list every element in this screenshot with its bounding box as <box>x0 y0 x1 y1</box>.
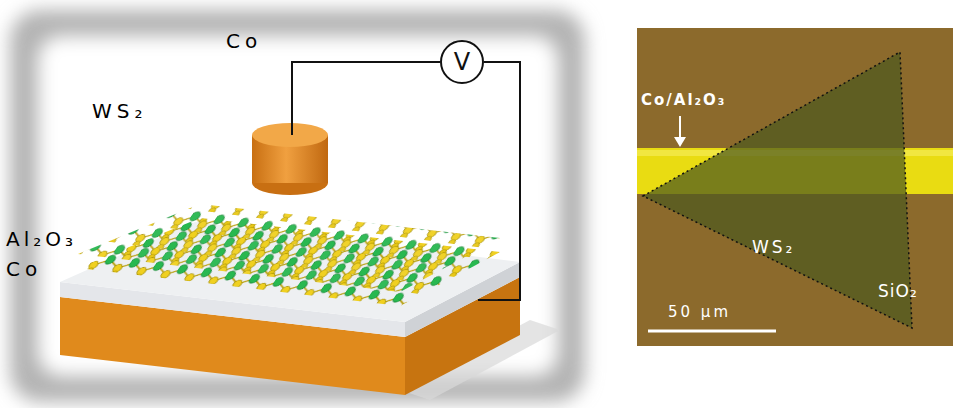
layer-label: WS₂ <box>92 100 148 122</box>
layer-label: Al₂O₃ <box>6 228 77 250</box>
voltmeter-symbol: V <box>440 40 484 84</box>
meter-letter: V <box>454 48 470 76</box>
flake-label: WS₂ <box>752 238 795 257</box>
electrode-label: Co/Al₂O₃ <box>641 92 726 109</box>
electrode-label: Co <box>226 30 262 52</box>
substrate-label: SiO₂ <box>878 282 918 301</box>
layer-label: Co <box>6 258 42 280</box>
scale-bar-label: 50 μm <box>668 304 731 321</box>
